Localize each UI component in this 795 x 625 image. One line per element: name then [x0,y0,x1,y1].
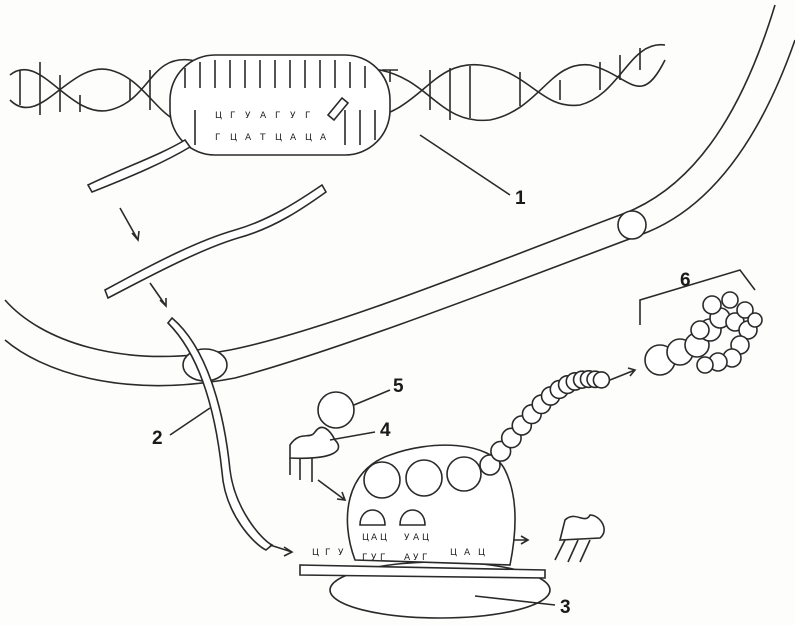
nucleotide-letter: Ц [215,111,222,121]
codon-letter: А [464,548,471,558]
nucleotide-letter: Г [230,111,236,121]
codon-letter: Г [422,553,428,563]
dna-double-helix [9,44,666,156]
protein-bead [736,301,754,319]
nuclear-membrane-outer [4,4,776,358]
codon-letter: Ц [312,548,319,558]
bracket-6 [639,269,756,325]
free-nucleotide [326,96,350,122]
label-2: 2 [152,428,163,449]
label-1: 1 [515,188,526,209]
nucleotide-letter: А [320,133,327,143]
nuclear-pore [617,210,647,240]
trna-anticodon [289,458,313,482]
protein-bead [747,312,763,328]
protein-bead [690,320,710,340]
anticodon-letter: У [404,533,410,543]
nucleotide-letter: У [245,111,251,121]
free-amino-acid [317,391,355,429]
codon-letter: Г [362,553,368,563]
protein-bead [721,291,739,309]
anticodon-letter: Ц [380,533,387,543]
nucleotide-letter: У [290,111,296,121]
label-leaders [169,134,556,606]
label-4: 4 [380,420,391,441]
nucleotide-letter: Г [305,111,311,121]
released-trna-stems [554,539,591,563]
codon-letter: Г [325,548,331,558]
nucleotide-letter: Т [259,133,266,143]
nucleotide-letter: А [260,111,267,121]
amino-acid [446,456,482,492]
codon-letter: А [404,553,411,563]
nucleotide-letter: Г [275,111,281,121]
nucleotide-letter: Ц [275,133,282,143]
codon-letter: У [413,553,419,563]
released-trna [558,514,605,541]
anticodon-letter: Ц [422,533,429,543]
nucleotide-letter: Ц [305,133,312,143]
trna-in-ribosome [359,509,426,526]
nucleotide-letter: А [290,133,297,143]
free-nucleotide [382,69,398,82]
codon-letter: У [338,548,344,558]
nucleotide-letter: Г [215,133,221,143]
amino-acid [405,459,443,497]
folded-protein [644,291,763,376]
mrna-strand [104,183,328,300]
mrna-leaving-dna [86,138,192,193]
codon-letter: Г [380,553,386,563]
nuclear-membrane-inner [4,39,795,387]
mrna-on-ribosome [299,564,546,579]
codon-letter: У [371,553,377,563]
anticodon-letter: Ц [362,533,369,543]
label-5: 5 [393,376,404,397]
codon-letter: Ц [478,548,485,558]
polypeptide-chain [479,369,611,476]
anticodon-letter: А [413,533,420,543]
trna-with-amino-acid [289,426,340,460]
amino-acid [592,371,611,389]
anticodon-letter: А [371,533,378,543]
protein-bead [702,295,722,315]
label-6: 6 [680,270,691,291]
codon-letter: Ц [450,548,457,558]
label-3: 3 [560,597,571,618]
nucleotide-letter: А [245,133,252,143]
nucleotide-letter: Ц [230,133,237,143]
amino-acid [363,461,401,499]
protein-bead [696,356,714,374]
mrna-through-pore [166,316,274,551]
